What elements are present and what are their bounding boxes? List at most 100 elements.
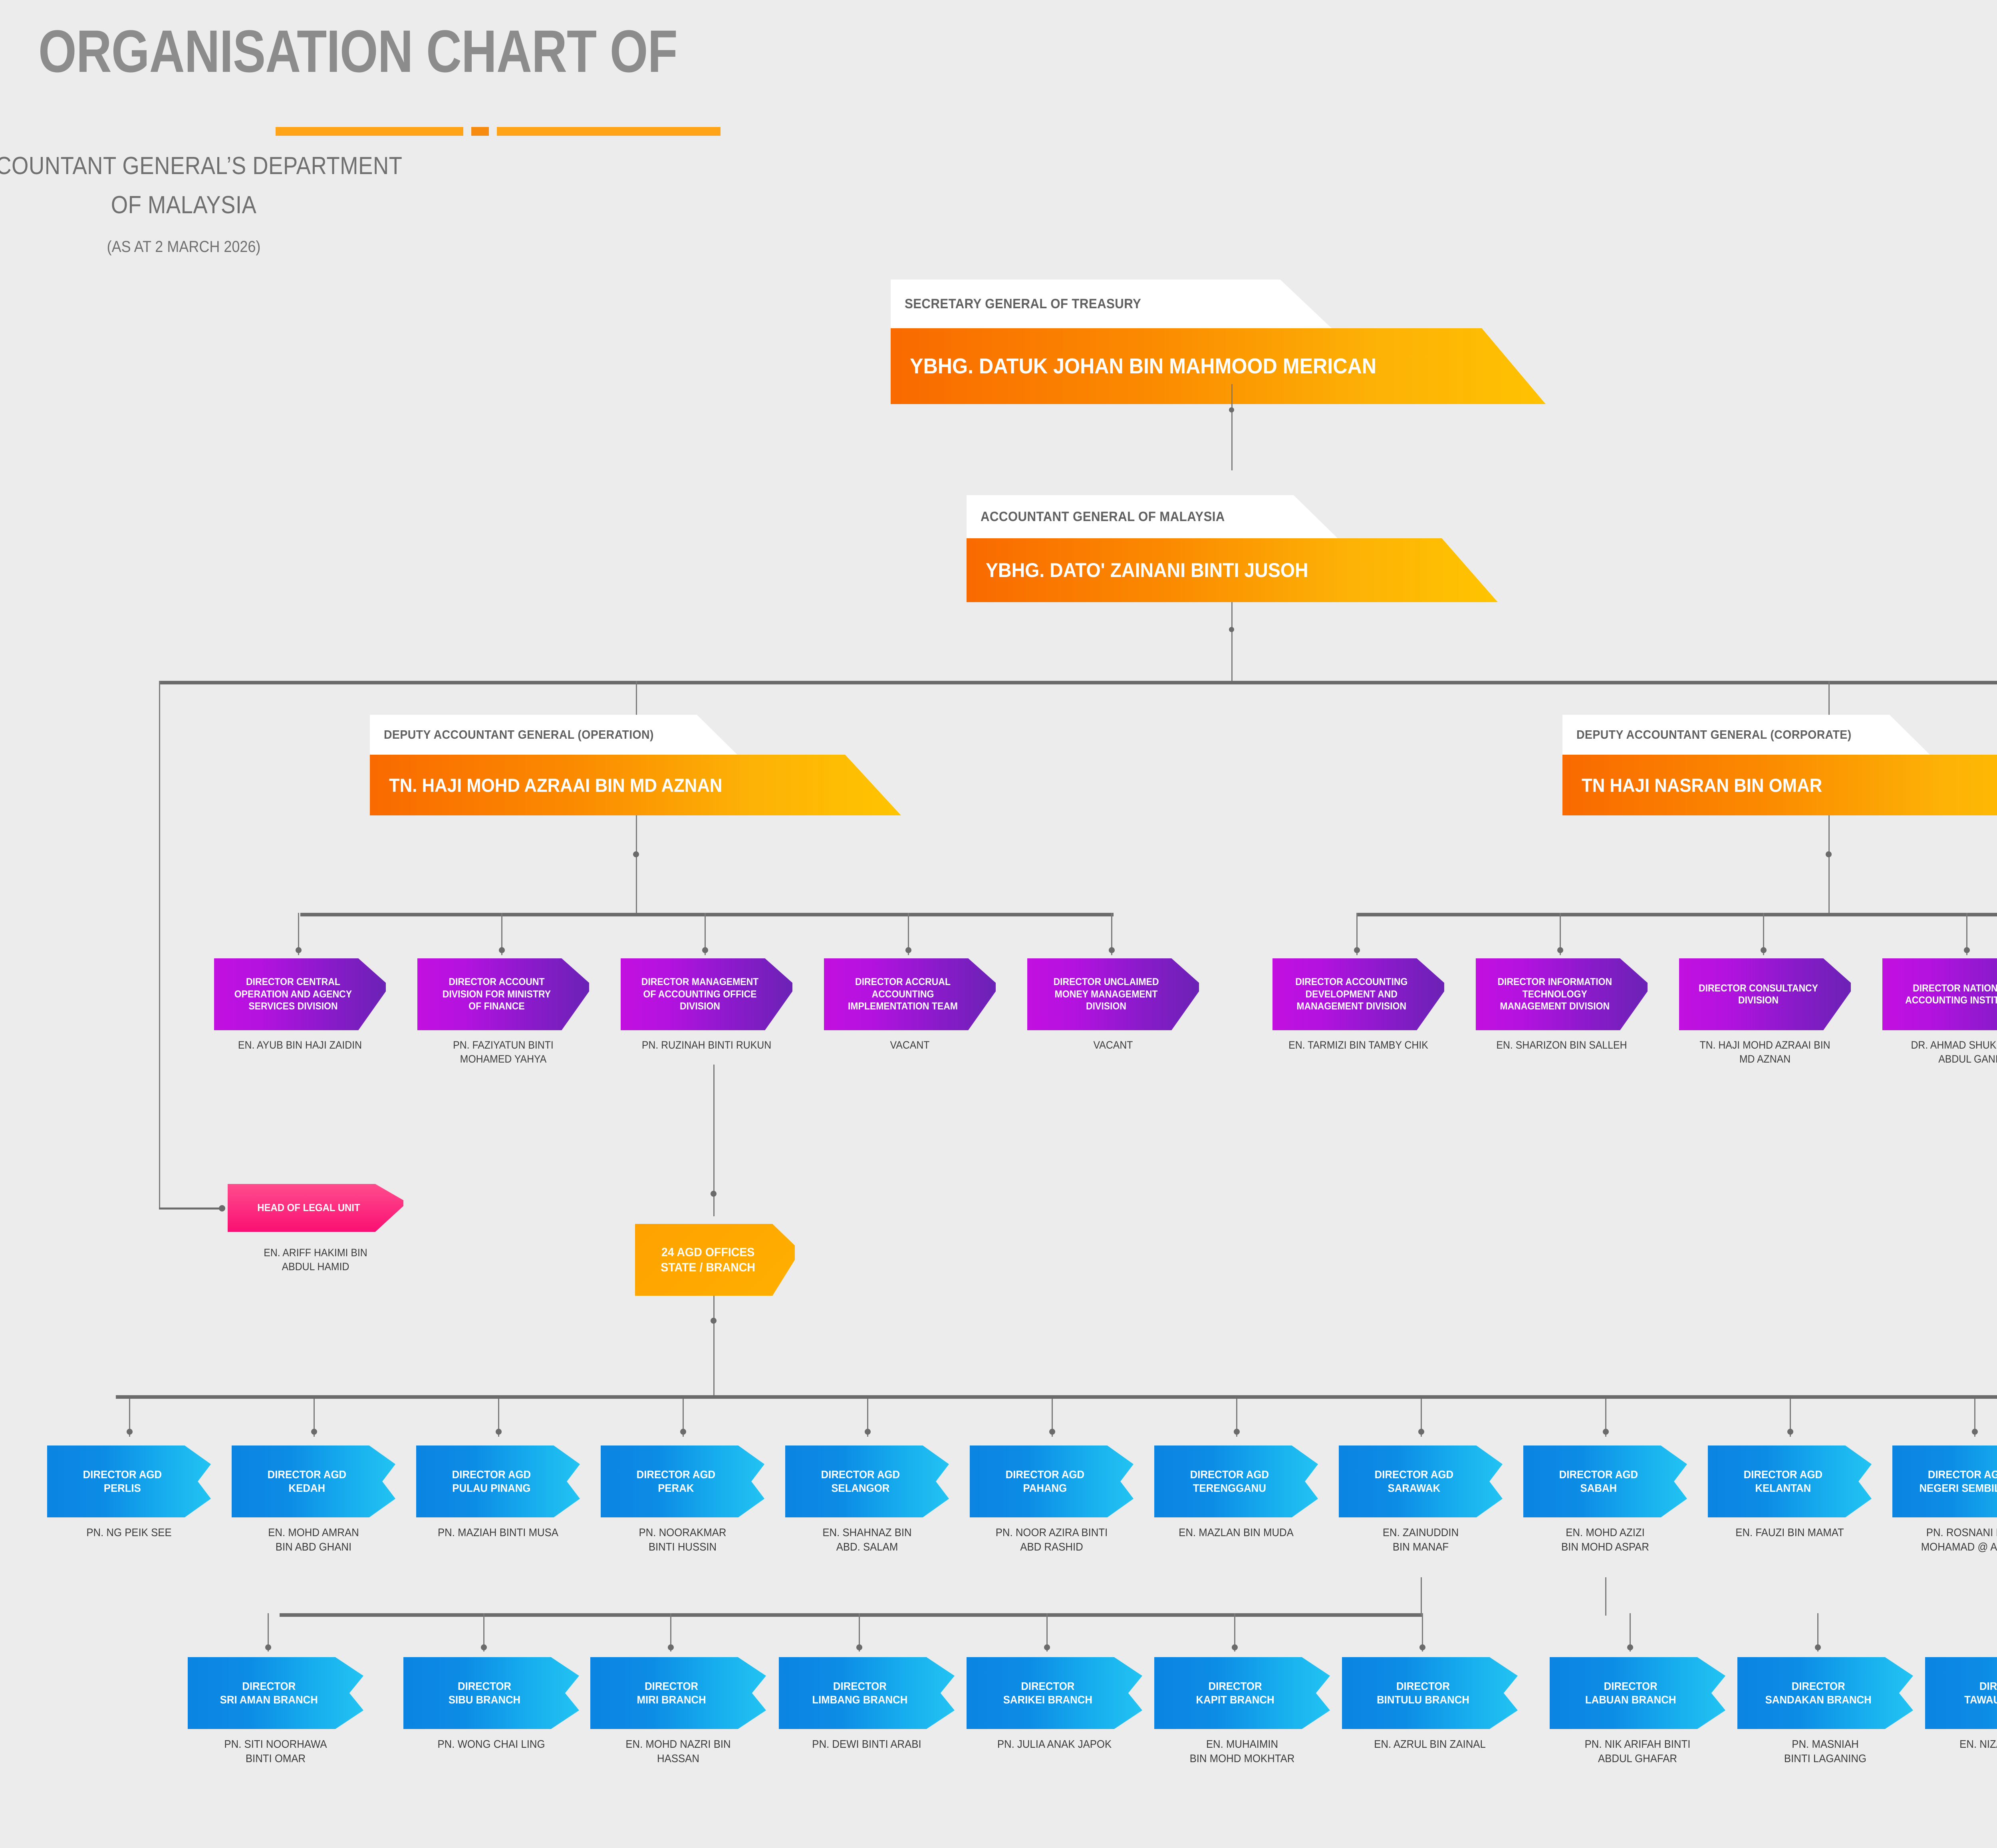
connector-deputy-operation-down <box>636 815 637 914</box>
state-director-holder-0: PN. NG PEIK SEE <box>86 1526 172 1539</box>
state-director-holder-3: PN. NOORAKMAR BINTI HUSSIN <box>639 1526 727 1553</box>
director-card-corporate-0[interactable]: DIRECTOR ACCOUNTING DEVELOPMENT AND MANA… <box>1272 958 1444 1030</box>
director-holder-corporate-0: EN. TARMIZI BIN TAMBY CHIK <box>1288 1039 1428 1051</box>
exec-card-secretary-general[interactable]: SECRETARY GENERAL OF TREASURY YBHG. DATU… <box>891 280 1570 404</box>
connector-dot <box>496 1429 502 1435</box>
state-director-card-3[interactable]: DIRECTOR AGD PERAK <box>601 1445 764 1517</box>
connector-dot <box>1972 1429 1978 1435</box>
unit-card-legal[interactable]: HEAD OF LEGAL UNIT <box>228 1184 403 1232</box>
deputy-operation-role: DEPUTY ACCOUNTANT GENERAL (OPERATION) <box>370 715 737 755</box>
state-director-card-7[interactable]: DIRECTOR AGD SARAWAK <box>1339 1445 1503 1517</box>
branch-director-title-1: DIRECTOR SIBU BRANCH <box>448 1679 521 1706</box>
director-card-operation-4[interactable]: DIRECTOR UNCLAIMED MONEY MANAGEMENT DIVI… <box>1027 958 1199 1030</box>
state-director-card-4[interactable]: DIRECTOR AGD SELANGOR <box>785 1445 949 1517</box>
connector-bus-operation <box>300 913 1114 916</box>
deputy-corporate-card[interactable]: TN HAJI NASRAN BIN OMAR <box>1562 755 1997 815</box>
connector-drop <box>859 1613 860 1652</box>
connector-dot <box>1557 947 1563 953</box>
deputy-operation-card[interactable]: TN. HAJI MOHD AZRAAI BIN MD AZNAN <box>370 755 901 815</box>
connector-dot <box>127 1429 133 1435</box>
director-title-operation-3: DIRECTOR ACCRUAL ACCOUNTING IMPLEMENTATI… <box>848 976 958 1012</box>
director-holder-corporate-2: TN. HAJI MOHD AZRAAI BIN MD AZNAN <box>1699 1039 1830 1065</box>
connector-drop <box>867 1395 868 1437</box>
director-card-operation-2[interactable]: DIRECTOR MANAGEMENT OF ACCOUNTING OFFICE… <box>621 958 792 1030</box>
connector-ag-to-bus <box>1231 602 1233 682</box>
branch-director-card-7[interactable]: DIRECTOR LABUAN BRANCH <box>1550 1657 1725 1729</box>
state-director-card-1[interactable]: DIRECTOR AGD KEDAH <box>232 1445 395 1517</box>
branch-director-card-2[interactable]: DIRECTOR MIRI BRANCH <box>590 1657 766 1729</box>
connector-dot <box>1419 1644 1425 1650</box>
director-title-operation-0: DIRECTOR CENTRAL OPERATION AND AGENCY SE… <box>234 976 352 1012</box>
connector-dot <box>1627 1644 1633 1650</box>
secretary-general-card[interactable]: YBHG. DATUK JOHAN BIN MAHMOOD MERICAN <box>891 328 1546 404</box>
connector-branch-parent-drop <box>1421 1577 1422 1616</box>
rule-segment-dot <box>471 127 489 136</box>
branch-director-card-8[interactable]: DIRECTOR SANDAKAN BRANCH <box>1737 1657 1913 1729</box>
connector-drop <box>683 1395 684 1437</box>
director-card-corporate-2[interactable]: DIRECTOR CONSULTANCY DIVISION <box>1679 958 1851 1030</box>
branch-director-card-6[interactable]: DIRECTOR BINTULU BRANCH <box>1342 1657 1518 1729</box>
state-director-title-2: DIRECTOR AGD PULAU PINANG <box>452 1468 531 1494</box>
state-director-holder-5: PN. NOOR AZIRA BINTI ABD RASHID <box>995 1526 1108 1553</box>
director-holder-operation-0: EN. AYUB BIN HAJI ZAIDIN <box>238 1039 362 1051</box>
connector-dot <box>265 1644 271 1650</box>
connector-dot <box>1044 1644 1050 1650</box>
agd-offices-title: 24 AGD OFFICES STATE / BRANCH <box>661 1245 756 1274</box>
director-holder-corporate-3: DR. AHMAD SHUKRI BIN ABDUL GANI <box>1911 1039 1997 1065</box>
connector-bus-states <box>116 1395 1997 1399</box>
branch-director-card-9[interactable]: DIRECTOR TAWAU BRANCH <box>1925 1657 1997 1729</box>
secretary-general-role: SECRETARY GENERAL OF TREASURY <box>891 280 1332 328</box>
connector-to-legal-unit-arm <box>159 1208 223 1210</box>
connector-drop <box>1422 1613 1423 1652</box>
branch-director-title-0: DIRECTOR SRI AMAN BRANCH <box>220 1679 318 1706</box>
branch-director-holder-5: EN. MUHAIMIN BIN MOHD MOKHTAR <box>1189 1738 1295 1765</box>
connector-drop <box>1560 913 1561 955</box>
director-card-operation-0[interactable]: DIRECTOR CENTRAL OPERATION AND AGENCY SE… <box>214 958 386 1030</box>
connector-drop <box>1790 1395 1791 1437</box>
state-director-card-9[interactable]: DIRECTOR AGD KELANTAN <box>1708 1445 1872 1517</box>
branch-director-card-3[interactable]: DIRECTOR LIMBANG BRANCH <box>779 1657 955 1729</box>
connector-drop <box>1605 1395 1606 1437</box>
director-card-operation-3[interactable]: DIRECTOR ACCRUAL ACCOUNTING IMPLEMENTATI… <box>824 958 996 1030</box>
branch-director-holder-7: PN. NIK ARIFAH BINTI ABDUL GHAFAR <box>1584 1738 1691 1765</box>
accountant-general-card[interactable]: YBHG. DATO' ZAINANI BINTI JUSOH <box>967 538 1498 602</box>
director-card-corporate-1[interactable]: DIRECTOR INFORMATION TECHNOLOGY MANAGEME… <box>1476 958 1648 1030</box>
page-title: ORGANISATION CHART OF <box>38 18 678 85</box>
connector-drop <box>1111 913 1112 955</box>
branch-director-title-5: DIRECTOR KAPIT BRANCH <box>1196 1679 1275 1706</box>
branch-director-card-5[interactable]: DIRECTOR KAPIT BRANCH <box>1154 1657 1330 1729</box>
connector-drop <box>1763 913 1764 955</box>
exec-card-deputy-operation[interactable]: DEPUTY ACCOUNTANT GENERAL (OPERATION) TN… <box>370 715 901 815</box>
connector-drop <box>268 1613 269 1652</box>
director-card-operation-1[interactable]: DIRECTOR ACCOUNT DIVISION FOR MINISTRY O… <box>417 958 589 1030</box>
state-director-card-2[interactable]: DIRECTOR AGD PULAU PINANG <box>416 1445 580 1517</box>
connector-dot <box>1049 1429 1055 1435</box>
state-director-card-6[interactable]: DIRECTOR AGD TERENGGANU <box>1154 1445 1318 1517</box>
branch-director-card-4[interactable]: DIRECTOR SARIKEI BRANCH <box>967 1657 1142 1729</box>
connector-drop <box>1630 1613 1631 1652</box>
state-director-card-8[interactable]: DIRECTOR AGD SABAH <box>1523 1445 1687 1517</box>
exec-card-deputy-corporate[interactable]: DEPUTY ACCOUNTANT GENERAL (CORPORATE) TN… <box>1562 715 1997 815</box>
connector-drop <box>908 913 909 955</box>
director-holder-operation-1: PN. FAZIYATUN BINTI MOHAMED YAHYA <box>453 1039 554 1065</box>
connector-dot <box>481 1644 487 1650</box>
state-director-title-5: DIRECTOR AGD PAHANG <box>1005 1468 1084 1494</box>
accountant-general-role: ACCOUNTANT GENERAL OF MALAYSIA <box>967 495 1338 538</box>
director-card-corporate-3[interactable]: DIRECTOR NATIONAL ACCOUNTING INSTITUTE <box>1882 958 1997 1030</box>
state-director-card-5[interactable]: DIRECTOR AGD PAHANG <box>970 1445 1133 1517</box>
connector-dot <box>296 947 302 953</box>
branch-director-card-0[interactable]: DIRECTOR SRI AMAN BRANCH <box>188 1657 363 1729</box>
connector-dot <box>865 1429 871 1435</box>
connector-dot <box>856 1644 862 1650</box>
state-director-card-0[interactable]: DIRECTOR AGD PERLIS <box>47 1445 211 1517</box>
agd-offices-card[interactable]: 24 AGD OFFICES STATE / BRANCH <box>635 1224 795 1296</box>
state-director-title-8: DIRECTOR AGD SABAH <box>1559 1468 1638 1494</box>
branch-director-card-1[interactable]: DIRECTOR SIBU BRANCH <box>403 1657 579 1729</box>
connector-dot <box>1229 627 1234 632</box>
connector-dot <box>1232 1644 1238 1650</box>
connector-drop <box>314 1395 315 1437</box>
director-title-operation-1: DIRECTOR ACCOUNT DIVISION FOR MINISTRY O… <box>442 976 551 1012</box>
exec-card-accountant-general[interactable]: ACCOUNTANT GENERAL OF MALAYSIA YBHG. DAT… <box>967 495 1498 602</box>
subtitle-line-2: OF MALAYSIA <box>111 191 257 219</box>
state-director-card-10[interactable]: DIRECTOR AGD NEGERI SEMBILAN <box>1892 1445 1997 1517</box>
